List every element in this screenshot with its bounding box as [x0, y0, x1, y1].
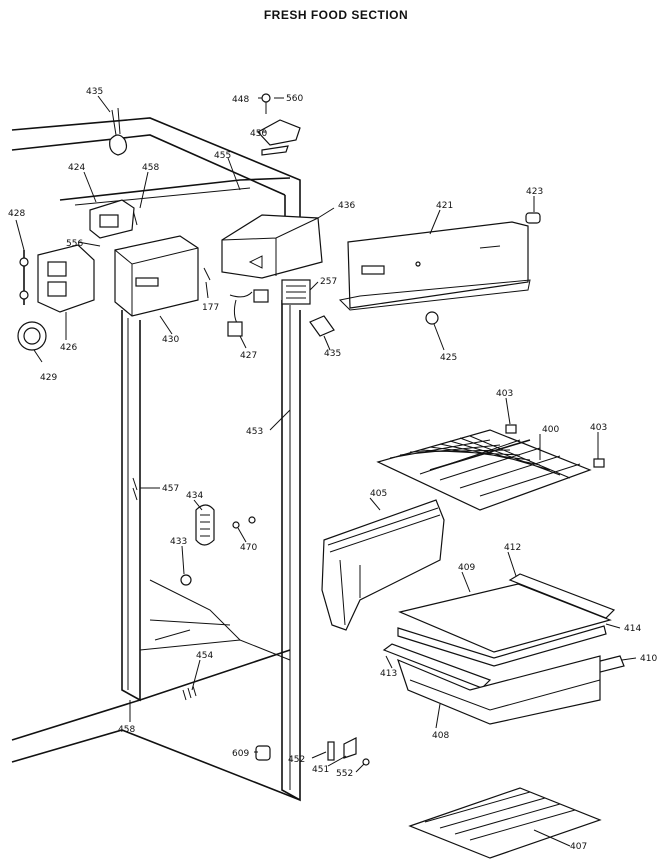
part-426-light-housing — [37, 244, 95, 313]
part-470-screws — [232, 516, 256, 529]
part-414-frame-front — [397, 625, 607, 667]
label-403-right: 403 — [590, 423, 607, 433]
label-257: 257 — [320, 277, 337, 287]
part-177-screw — [203, 267, 211, 281]
label-435-top: 435 — [86, 87, 103, 97]
label-552: 552 — [336, 769, 353, 779]
label-429: 429 — [40, 373, 57, 383]
leader-lines — [15, 95, 637, 847]
label-405: 405 — [370, 489, 387, 499]
label-425: 425 — [440, 353, 457, 363]
label-428: 428 — [8, 209, 25, 219]
label-403-left: 403 — [496, 389, 513, 399]
label-413: 413 — [380, 669, 397, 679]
part-430-control-box — [114, 235, 199, 317]
part-257-connector — [281, 279, 311, 305]
part-425-bulb — [425, 311, 439, 325]
part-403-shelf-clip-left — [505, 424, 517, 434]
label-424: 424 — [68, 163, 85, 173]
label-452: 452 — [288, 755, 305, 765]
label-412: 412 — [504, 543, 521, 553]
label-408: 408 — [432, 731, 449, 741]
label-421: 421 — [436, 201, 453, 211]
label-450: 450 — [250, 129, 267, 139]
label-455: 455 — [214, 151, 231, 161]
part-408-crisper-pan — [397, 655, 601, 725]
part-552-screw — [362, 758, 370, 766]
label-430: 430 — [162, 335, 179, 345]
label-409: 409 — [458, 563, 475, 573]
part-409-glass-cover — [398, 583, 612, 653]
part-413-slide — [382, 643, 492, 689]
label-454: 454 — [196, 651, 213, 661]
label-410: 410 — [640, 654, 657, 664]
part-434-drain-grommet — [195, 504, 215, 546]
label-427: 427 — [240, 351, 257, 361]
part-429-knob — [17, 321, 47, 351]
label-435-clip: 435 — [324, 349, 341, 359]
part-436-thermostat-housing — [221, 214, 323, 279]
part-450-bracket — [257, 119, 301, 156]
label-400: 400 — [542, 425, 559, 435]
label-457: 457 — [162, 484, 179, 494]
label-423: 423 — [526, 187, 543, 197]
part-428-hinge — [19, 250, 29, 305]
label-560: 560 — [286, 94, 303, 104]
label-458-top: 458 — [142, 163, 159, 173]
label-177: 177 — [202, 303, 219, 313]
part-560-screw — [261, 93, 271, 114]
label-458-bottom: 458 — [118, 725, 135, 735]
part-421-light-shield — [338, 221, 531, 311]
label-453: 453 — [246, 427, 263, 437]
label-448: 448 — [232, 95, 249, 105]
part-427-wire-harness — [227, 289, 269, 337]
label-556: 556 — [66, 239, 83, 249]
part-452-bracket — [327, 741, 335, 761]
part-403-shelf-clip-right — [593, 458, 605, 468]
label-407: 407 — [570, 842, 587, 852]
label-426: 426 — [60, 343, 77, 353]
label-433: 433 — [170, 537, 187, 547]
part-407-wire-shelf — [408, 787, 602, 859]
part-405-bin — [321, 499, 445, 631]
part-400-wire-shelf — [376, 429, 592, 511]
part-412-frame — [508, 573, 616, 619]
part-609-roller — [255, 745, 271, 761]
label-451: 451 — [312, 765, 329, 775]
diagram-title: FRESH FOOD SECTION — [263, 8, 409, 22]
label-436: 436 — [338, 201, 355, 211]
part-433-plug — [180, 574, 192, 586]
label-470: 470 — [240, 543, 257, 553]
label-434: 434 — [186, 491, 203, 501]
label-609: 609 — [232, 749, 249, 759]
part-435-clip — [309, 315, 335, 337]
part-451-hinge — [343, 737, 357, 759]
part-424-switch — [89, 199, 135, 239]
part-435-top-bulb — [109, 107, 128, 156]
part-labels: 435 448 560 450 455 424 458 428 556 426 … — [8, 87, 657, 852]
label-414: 414 — [624, 624, 641, 634]
part-423-bulb-socket — [525, 212, 541, 224]
